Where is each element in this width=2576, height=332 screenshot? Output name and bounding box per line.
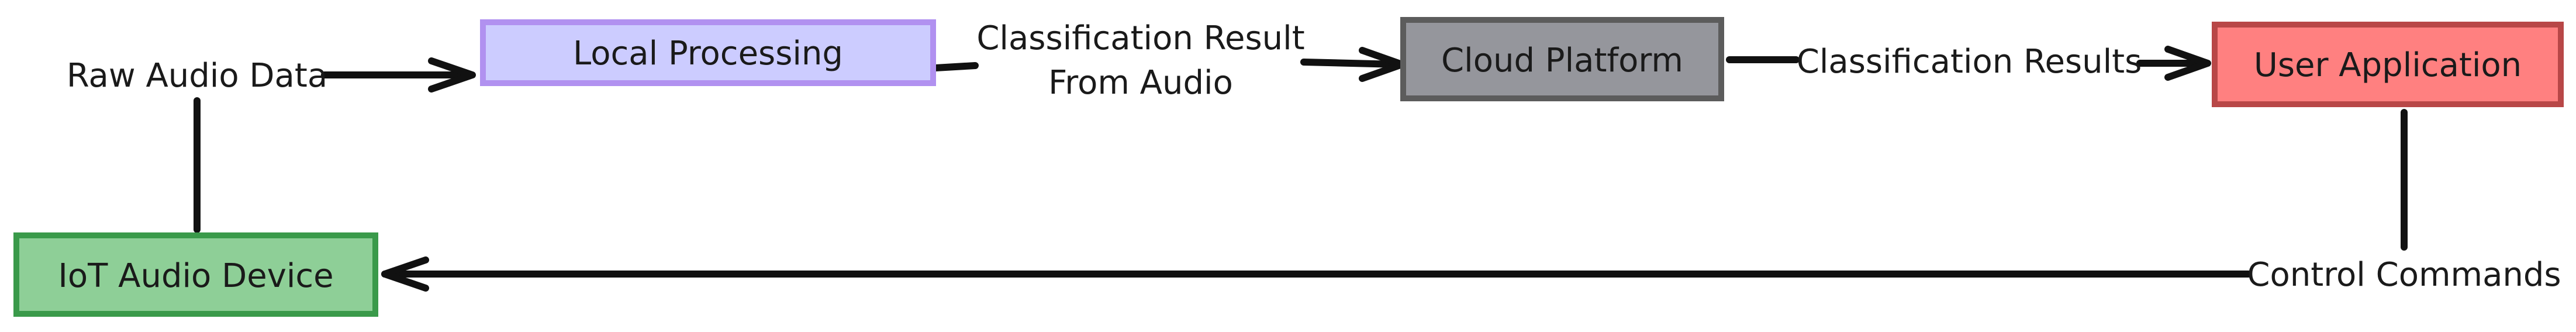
classification-results-label: Classification Results xyxy=(1797,43,2142,81)
local-processing-border xyxy=(480,19,936,86)
cloud-platform-label: Cloud Platform xyxy=(1441,42,1683,80)
user-application-border xyxy=(2212,22,2564,107)
cloud-platform-border xyxy=(1400,17,1724,101)
node-local-processing: Local Processing xyxy=(480,19,936,86)
user-application-box xyxy=(2215,25,2561,104)
control-commands-arrowhead xyxy=(381,256,429,292)
iot-audio-device-label: IoT Audio Device xyxy=(58,257,333,295)
local-processing-box xyxy=(483,22,933,83)
cloud-platform-box xyxy=(1403,20,1721,98)
iot-audio-device-box xyxy=(16,235,375,314)
user-application-label: User Application xyxy=(2254,46,2522,84)
iot-audio-device-border xyxy=(13,232,378,317)
classification-result-line-right xyxy=(1300,59,1401,68)
edge-classification-results: Classification Results xyxy=(1726,43,2211,81)
raw-audio-label: Raw Audio Data xyxy=(67,57,327,95)
edge-raw-audio: Raw Audio Data xyxy=(67,57,476,233)
classification-results-arrowhead xyxy=(2164,46,2211,81)
classification-result-label-line2: From Audio xyxy=(1048,64,1233,102)
control-commands-label: Control Commands xyxy=(2247,256,2561,294)
node-user-application: User Application xyxy=(2212,22,2564,107)
local-processing-label: Local Processing xyxy=(573,35,843,73)
classification-result-label-line1: Classification Result xyxy=(976,19,1304,57)
edge-classification-result: Classification Result From Audio xyxy=(932,19,1406,102)
node-cloud-platform: Cloud Platform xyxy=(1400,17,1724,101)
classification-result-line-left xyxy=(932,62,979,71)
edge-control-commands: Control Commands xyxy=(381,109,2561,294)
node-iot-audio-device: IoT Audio Device xyxy=(13,232,378,317)
raw-audio-arrowhead xyxy=(428,57,476,93)
